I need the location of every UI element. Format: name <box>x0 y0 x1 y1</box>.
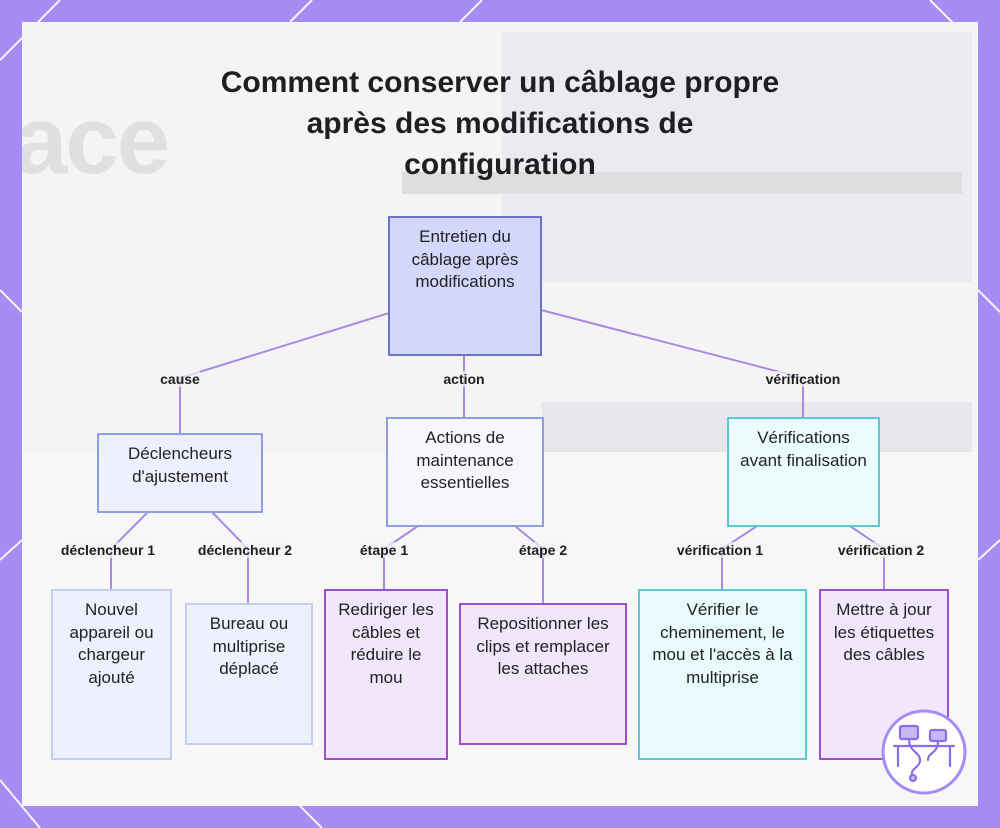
edge-root-cause <box>179 312 390 434</box>
leaf-verifier-cheminement: Vérifier le cheminement, le mou et l'acc… <box>638 589 807 760</box>
root-node: Entretien du câblage après modifications <box>388 216 542 356</box>
cause-node-label: Déclencheurs d'ajustement <box>128 444 232 486</box>
leaf-bureau-deplace-label: Bureau ou multiprise déplacé <box>209 614 289 678</box>
edge-action-leaf4 <box>514 525 544 604</box>
verification-node: Vérifications avant finalisation <box>727 417 880 527</box>
background-shape <box>402 172 962 194</box>
edge-label-cause: cause <box>160 371 200 387</box>
leaf-repositionner-clips-label: Repositionner les clips et remplacer les… <box>476 614 610 678</box>
edge-verif-leaf6 <box>849 525 885 590</box>
leaf-nouvel-appareil-label: Nouvel appareil ou chargeur ajouté <box>69 600 154 687</box>
diagram-title: Comment conserver un câblage propre aprè… <box>220 66 780 181</box>
leaf-verifier-cheminement-label: Vérifier le cheminement, le mou et l'acc… <box>652 600 793 687</box>
edge-cause-leaf2 <box>211 511 249 604</box>
edge-label-verification-1: vérification 1 <box>676 542 764 558</box>
edge-label-verification-2: vérification 2 <box>837 542 925 558</box>
leaf-bureau-deplace: Bureau ou multiprise déplacé <box>185 603 313 745</box>
verification-node-label: Vérifications avant finalisation <box>740 428 867 470</box>
cause-node: Déclencheurs d'ajustement <box>97 433 263 513</box>
background-shape <box>502 32 972 282</box>
background-word: ace <box>22 87 170 194</box>
edge-verif-leaf5 <box>721 525 758 590</box>
leaf-nouvel-appareil: Nouvel appareil ou chargeur ajouté <box>51 589 172 760</box>
edge-label-verification: vérification <box>765 371 841 387</box>
desk-setup-icon <box>881 709 967 795</box>
edge-action-leaf3 <box>383 525 419 590</box>
edge-label-declencheur-2: déclencheur 2 <box>197 542 293 558</box>
action-node: Actions de maintenance essentielles <box>386 417 544 527</box>
leaf-mettre-a-jour-etiquettes-label: Mettre à jour les étiquettes des câbles <box>833 600 935 664</box>
edge-label-etape-1: étape 1 <box>359 542 409 558</box>
leaf-repositionner-clips: Repositionner les clips et remplacer les… <box>459 603 627 745</box>
edge-root-verification <box>540 309 804 418</box>
edge-label-action: action <box>443 371 485 387</box>
edge-label-etape-2: étape 2 <box>518 542 568 558</box>
root-node-label: Entretien du câblage après modifications <box>411 227 519 291</box>
leaf-rediriger-cables: Rediriger les câbles et réduire le mou <box>324 589 448 760</box>
action-node-label: Actions de maintenance essentielles <box>416 428 514 492</box>
leaf-rediriger-cables-label: Rediriger les câbles et réduire le mou <box>338 600 434 687</box>
edge-label-declencheur-1: déclencheur 1 <box>60 542 156 558</box>
